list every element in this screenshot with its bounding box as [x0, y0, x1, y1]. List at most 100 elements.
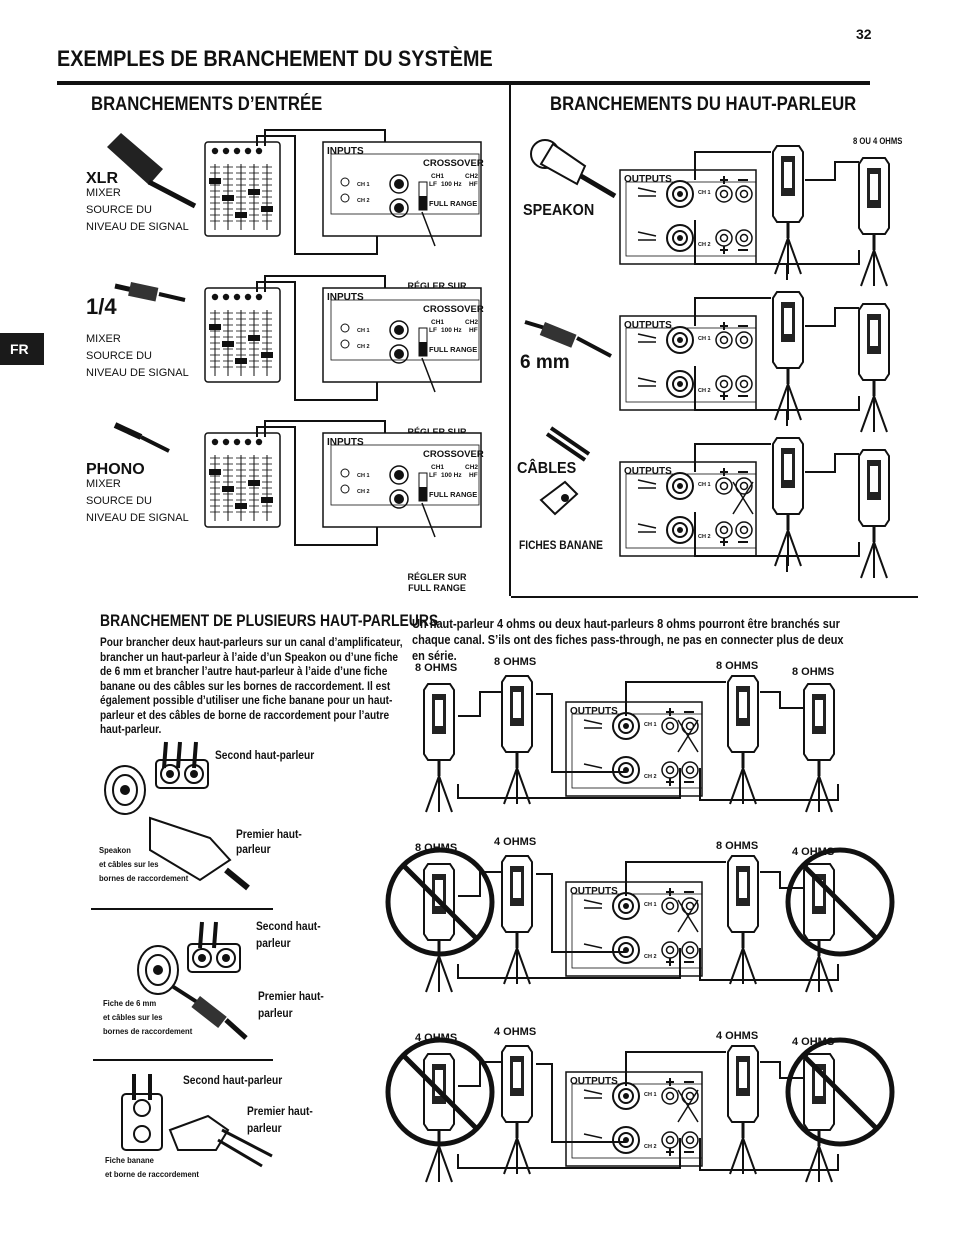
speaker-icon	[423, 1053, 455, 1183]
set-full-range-note-1: RÉGLER SUR	[407, 427, 467, 437]
fig3-caption-1: Fiche banane	[105, 1155, 154, 1165]
ohms-note: 8 OU 4 OHMS	[853, 136, 903, 146]
connector-label: PHONO	[86, 461, 145, 478]
ch2-label: CH2	[465, 173, 478, 180]
ch2-label: CH2	[465, 464, 478, 471]
fig-divider-1	[91, 908, 273, 910]
ch1-label: CH 1	[698, 336, 711, 342]
fig1-caption-1: Speakon	[99, 845, 131, 855]
quarter-inch-label: 1/4	[86, 294, 117, 319]
prohibited-icon	[385, 1037, 495, 1147]
ch1-label: CH 1	[698, 482, 711, 488]
set-full-range-note-2: FULL RANGE	[408, 583, 466, 593]
multi-paragraph: Pour brancher deux haut-parleurs sur un …	[100, 637, 403, 736]
ch1-label: CH 1	[644, 722, 657, 728]
fig2-caption-1: Fiche de 6 mm	[103, 998, 157, 1008]
vertical-divider	[509, 85, 511, 596]
fig2-second-label-2: parleur	[256, 936, 291, 950]
mixer-icon	[204, 287, 281, 383]
speaker-icon	[727, 855, 759, 985]
fig1-first-label-1: Premier haut-	[236, 827, 302, 841]
ch2-label: CH 2	[698, 388, 711, 394]
fig2-first-label-2: parleur	[258, 1006, 293, 1020]
speakon-plug-icon	[530, 139, 617, 199]
ohms-label: 8 OHMS	[716, 660, 759, 672]
fig2-caption-2: et câbles sur les	[103, 1012, 163, 1022]
prohibited-icon	[785, 847, 895, 957]
crossover-label: CROSSOVER	[423, 304, 484, 315]
speaker-icon	[501, 1045, 533, 1175]
hf-label: HF	[469, 181, 478, 188]
fig2-second-label-1: Second haut-	[256, 919, 321, 933]
fig1-caption-2: et câbles sur les	[99, 859, 159, 869]
full-range-label: FULL RANGE	[429, 199, 477, 208]
ohms-label: 4 OHMS	[494, 836, 537, 848]
speaker-icon	[727, 675, 759, 805]
fig3-first-label-2: parleur	[247, 1121, 282, 1135]
ch1-label: CH1	[431, 173, 444, 180]
source-label-line: NIVEAU DE SIGNAL	[86, 221, 189, 233]
ch1-label: CH1	[431, 319, 444, 326]
ch1-label: CH 1	[644, 1092, 657, 1098]
language-tab[interactable]: FR	[0, 333, 44, 365]
fig1-caption-3: bornes de raccordement	[99, 873, 189, 883]
fig3-first-label-1: Premier haut-	[247, 1104, 313, 1118]
source-label-line: SOURCE DU	[86, 495, 153, 507]
multi-section-title: BRANCHEMENT DE PLUSIEURS HAUT-PARLEURS	[100, 611, 439, 630]
rca-plug-icon	[113, 422, 170, 453]
inputs-label: INPUTS	[327, 146, 364, 157]
outputs-label: OUTPUTS	[570, 1076, 618, 1087]
six-mm-label: 6 mm	[520, 352, 570, 373]
full-range-label: FULL RANGE	[429, 490, 477, 499]
ch2-jack-label: CH 2	[357, 489, 370, 495]
lf-label: LF	[429, 181, 437, 188]
lf-label: LF	[429, 472, 437, 479]
freq-label: 100 Hz	[441, 181, 462, 188]
ch2-label: CH 2	[644, 954, 657, 960]
ch1-jack-label: CH 1	[357, 328, 370, 334]
speaker-icon	[727, 1045, 759, 1175]
ch2-jack-label: CH 2	[357, 344, 370, 350]
ch1-jack-label: CH 1	[357, 473, 370, 479]
speaker-icon	[501, 855, 533, 985]
quarter-inch-terminal-figure	[137, 921, 248, 1040]
section-rule	[511, 596, 918, 598]
fig-divider-2	[93, 1059, 273, 1061]
speakon-label: SPEAKON	[523, 202, 595, 219]
ohms-label: 8 OHMS	[494, 656, 537, 668]
ohms-label: 4 OHMS	[716, 1030, 759, 1042]
cables-label: CÂBLES	[517, 460, 577, 477]
outputs-label: OUTPUTS	[624, 174, 672, 185]
connector-label: XLR	[86, 170, 118, 187]
set-full-range-note-1: RÉGLER SUR	[407, 281, 467, 291]
amp-output-panel: OUTPUTS CH 1 CH 2	[565, 701, 703, 797]
ch2-label: CH2	[465, 319, 478, 326]
lf-label: LF	[429, 327, 437, 334]
quarter-inch-plug-icon	[524, 320, 612, 358]
outputs-label: OUTPUTS	[570, 706, 618, 717]
title-rule	[57, 81, 870, 85]
inputs-label: INPUTS	[327, 292, 364, 303]
outputs-label: OUTPUTS	[570, 886, 618, 897]
ch2-label: CH 2	[644, 774, 657, 780]
hf-label: HF	[469, 327, 478, 334]
source-label-line: NIVEAU DE SIGNAL	[86, 512, 189, 524]
set-full-range-note-1: RÉGLER SUR	[407, 572, 467, 582]
speaker-cable-icon	[545, 426, 591, 462]
source-label-line: NIVEAU DE SIGNAL	[86, 367, 189, 379]
ch2-label: CH 2	[698, 534, 711, 540]
source-label-line: SOURCE DU	[86, 350, 153, 362]
freq-label: 100 Hz	[441, 472, 462, 479]
ch1-label: CH 1	[698, 190, 711, 196]
ohms-label: 8 OHMS	[716, 840, 759, 852]
